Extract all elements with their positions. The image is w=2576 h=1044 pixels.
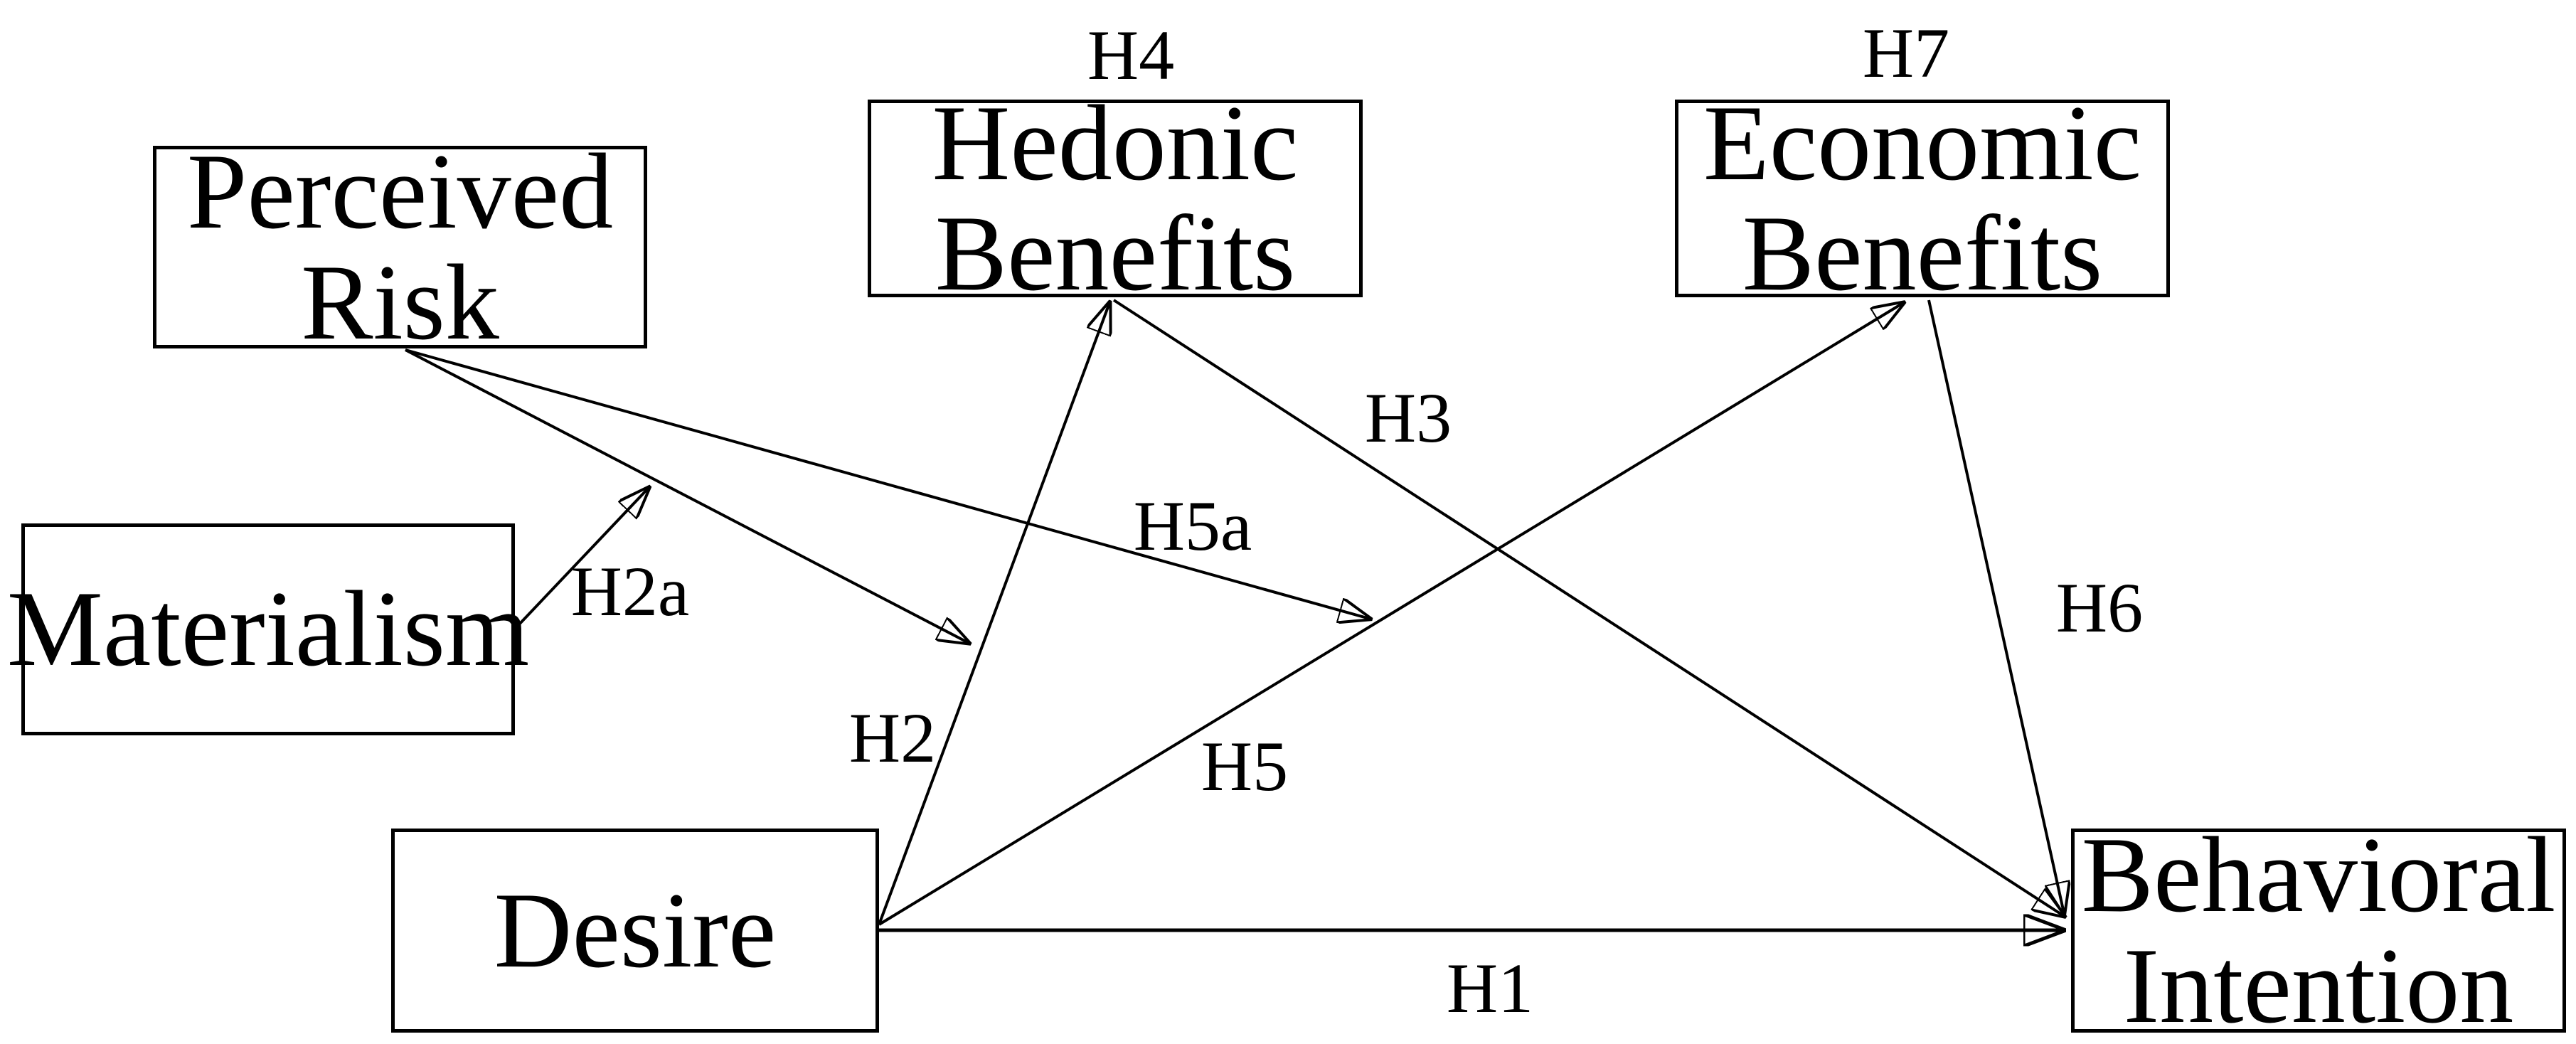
node-desire: Desire — [391, 829, 879, 1033]
edge-h5a-perceived-risk-moderation-of-h5-path — [405, 348, 1370, 619]
label-h2a: H2a — [570, 552, 690, 631]
node-hedonic-benefits-label: Hedonic Benefits — [932, 82, 1299, 313]
label-h5: H5 — [1201, 727, 1289, 806]
label-h1: H1 — [1446, 949, 1534, 1028]
label-h6: H6 — [2055, 568, 2144, 647]
label-h2: H2 — [848, 698, 937, 777]
edge-h2-desire-to-hedonic-benefits — [878, 303, 1109, 925]
edge-h2a-materialism-moderation — [516, 488, 649, 627]
node-perceived-risk: Perceived Risk — [153, 137, 647, 357]
edge-perceived-risk-moderation-of-h2-path — [405, 348, 969, 643]
node-desire-label: Desire — [494, 870, 777, 990]
node-materialism-label: Materialism — [6, 569, 530, 689]
node-perceived-risk-label: Perceived Risk — [186, 132, 614, 362]
node-behavioral-intention-label: Behavioral Intention — [2081, 815, 2556, 1044]
edge-h5-desire-to-economic-benefits — [878, 303, 1903, 926]
label-h5a: H5a — [1133, 486, 1252, 565]
node-hedonic-benefits: Hedonic Benefits — [868, 87, 1363, 309]
label-h4: H4 — [1087, 16, 1175, 95]
label-h3: H3 — [1364, 378, 1452, 457]
edge-h3-hedonic-to-behavioral-intention — [1112, 299, 2064, 916]
node-economic-benefits-label: Economic Benefits — [1703, 82, 2142, 313]
node-behavioral-intention: Behavioral Intention — [2071, 820, 2566, 1040]
label-h7: H7 — [1862, 14, 1950, 92]
edge-h6-economic-to-behavioral-intention — [1927, 299, 2064, 913]
node-materialism: Materialism — [7, 523, 529, 735]
node-economic-benefits: Economic Benefits — [1675, 87, 2170, 309]
